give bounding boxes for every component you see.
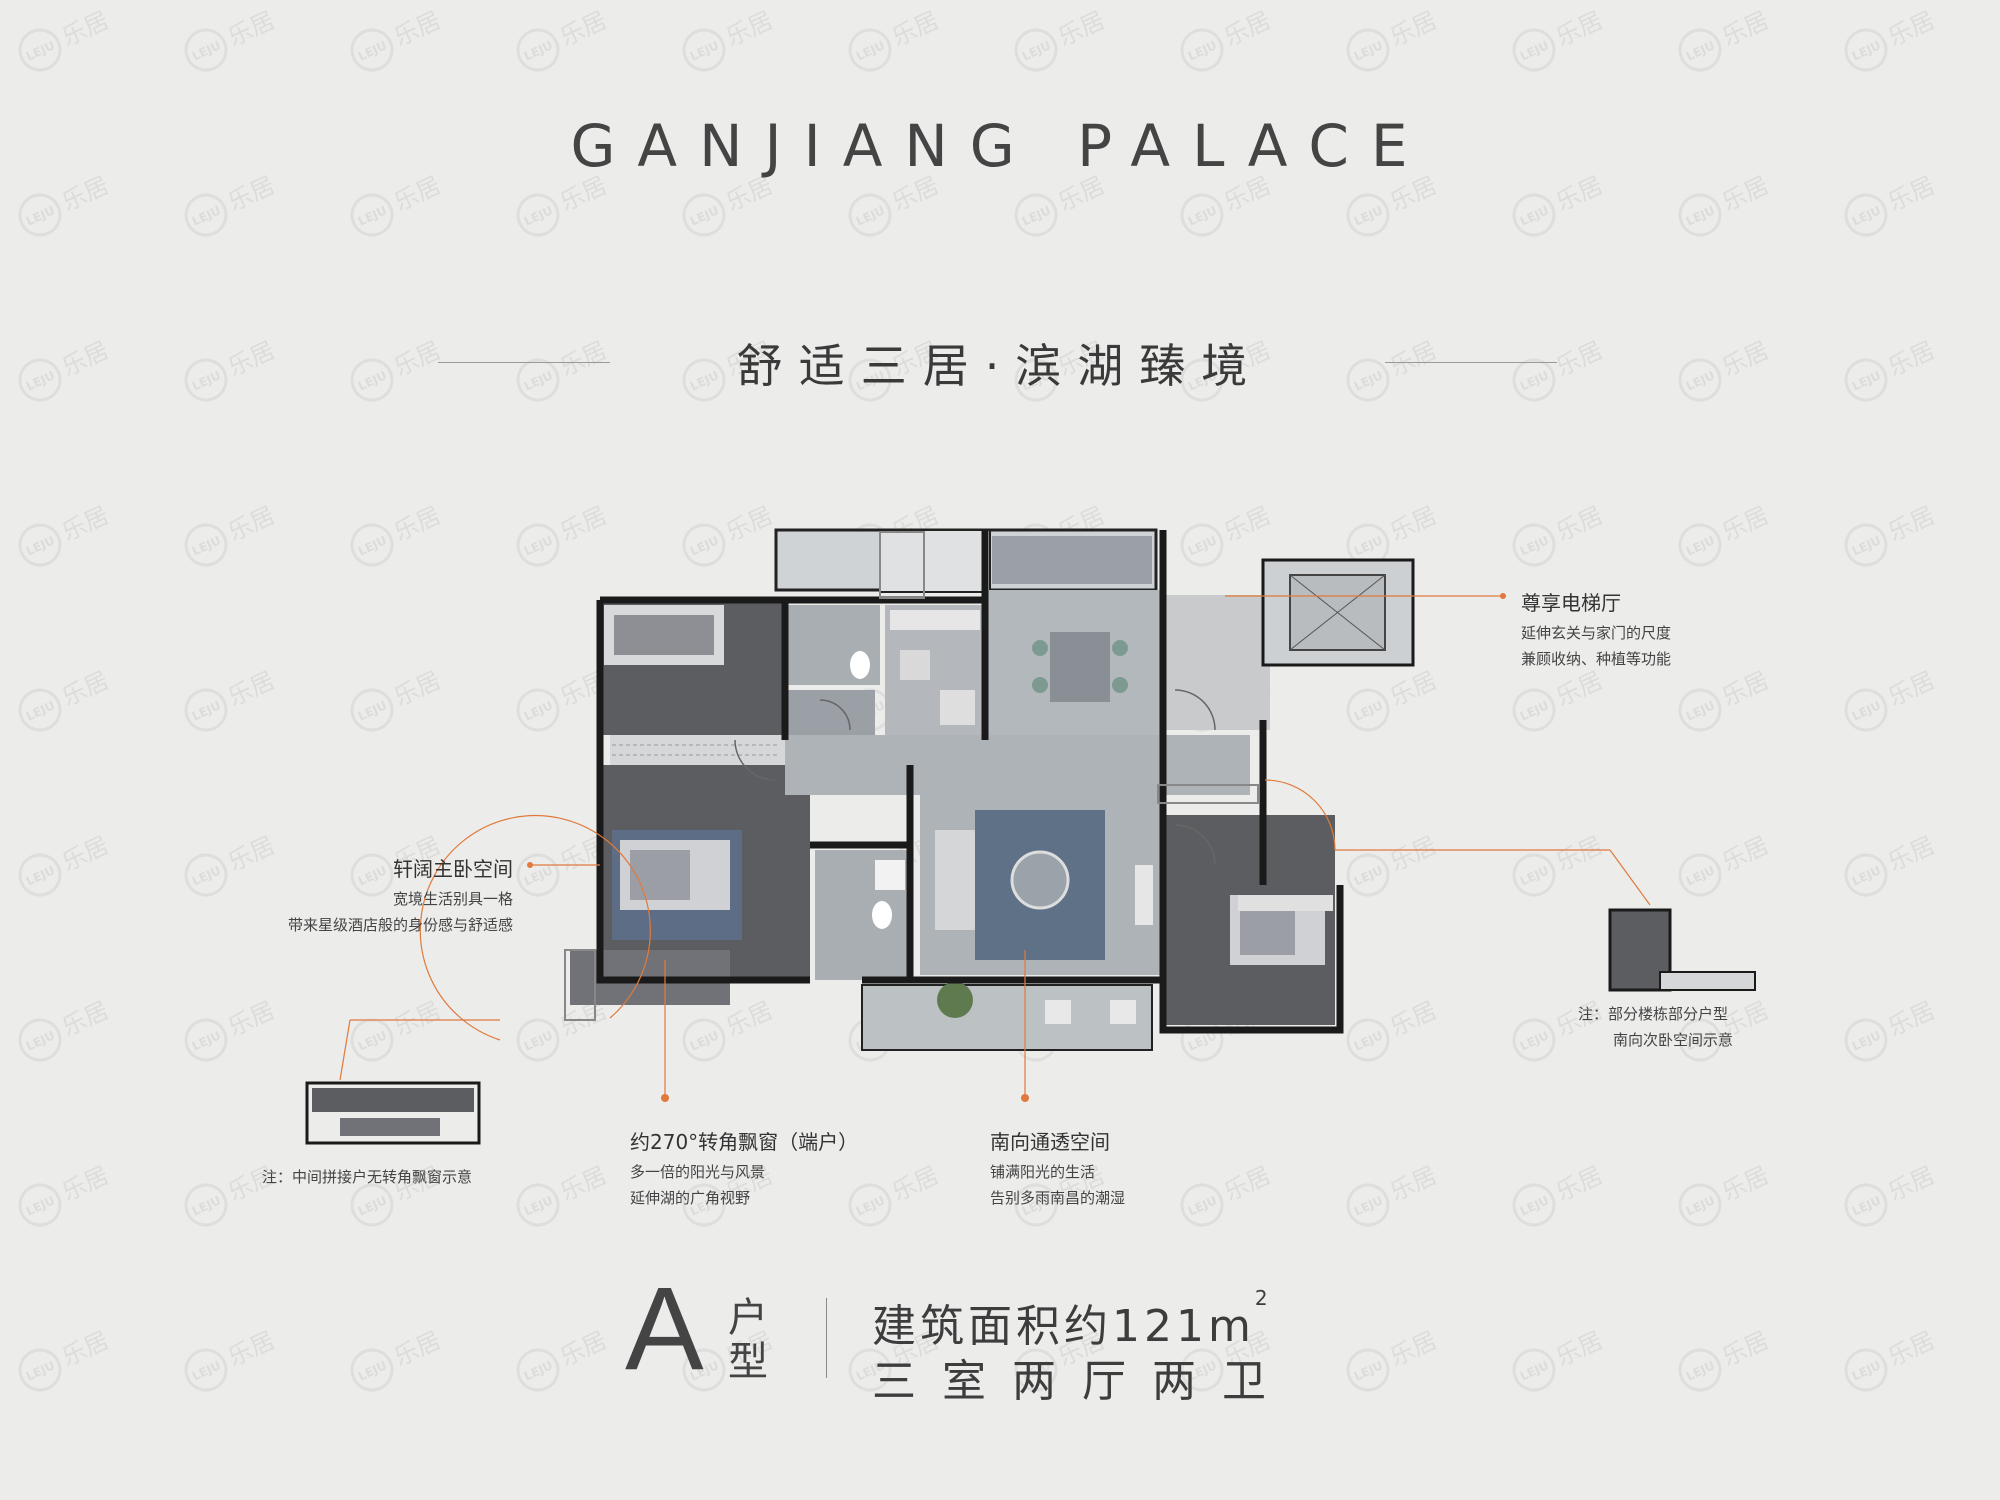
- headline: 舒适三居·滨湖臻境: [736, 339, 1264, 393]
- callout-elevator: 尊享电梯厅 延伸玄关与家门的尺度 兼顾收纳、种植等功能: [1521, 587, 1671, 672]
- callout-bay-window-line-1: 多一倍的阳光与风景: [630, 1163, 766, 1181]
- unit-rooms: 三室两厅两卫: [872, 1356, 1292, 1407]
- floor-plan-dining-table: [1050, 632, 1110, 702]
- floor-plan-sofa: [935, 830, 975, 930]
- unit-type-char-2: 型: [728, 1339, 768, 1385]
- unit-letter: A: [625, 1263, 704, 1395]
- headline-rule-left: [438, 362, 610, 363]
- note-right-line-1: 注：部分楼栋部分户型: [1578, 1005, 1729, 1023]
- floor-plan-walls: [596, 530, 1344, 1034]
- headline-rule-right: [1385, 362, 1557, 363]
- callout-master: 轩阔主卧空间 宽境生活别具一格 带来星级酒店般的身份感与舒适感: [210, 853, 513, 938]
- unit-area-text: 建筑面积约121m: [872, 1301, 1255, 1352]
- floor-plan-balcony-north-tile: [992, 536, 1152, 584]
- floor-plan-plant: [937, 982, 973, 1018]
- callout-master-title: 轩阔主卧空间: [393, 857, 513, 881]
- floor-plan-entry: [1165, 595, 1270, 730]
- brand-title: GANJIANG PALACE: [570, 112, 1430, 180]
- floor-plan-balcony-south: [861, 984, 1153, 1051]
- note-right-line-2: 南向次卧空间示意: [1613, 1031, 1734, 1049]
- unit-area-sup: 2: [1254, 1286, 1272, 1310]
- unit-area: 建筑面积约121m2: [872, 1286, 1272, 1354]
- note-left: 注：中间拼接户无转角飘窗示意: [262, 1168, 473, 1186]
- footer-divider: [826, 1298, 827, 1378]
- unit-type-char-1: 户: [728, 1295, 768, 1341]
- unit-type-label: 户 型: [728, 1296, 778, 1384]
- callout-master-line-2: 带来星级酒店般的身份感与舒适感: [287, 916, 513, 934]
- callout-elevator-line-2: 兼顾收纳、种植等功能: [1521, 650, 1672, 668]
- callout-master-line-1: 宽境生活别具一格: [392, 890, 513, 908]
- floor-plan-wardrobe: [610, 735, 785, 765]
- callout-south-line-2: 告别多雨南昌的潮湿: [990, 1189, 1126, 1207]
- callout-elevator-title: 尊享电梯厅: [1521, 591, 1621, 615]
- callout-elevator-line-1: 延伸玄关与家门的尺度: [1521, 624, 1672, 642]
- callout-south-title: 南向通透空间: [990, 1130, 1110, 1154]
- callout-bay-window-line-2: 延伸湖的广角视野: [630, 1189, 751, 1207]
- floor-plan-coffee-table: [1010, 850, 1070, 910]
- callout-south-line-1: 铺满阳光的生活: [990, 1163, 1096, 1181]
- callout-leaders: [339, 595, 1651, 1098]
- callout-bay-window: 约270°转角飘窗（端户） 多一倍的阳光与风景 延伸湖的广角视野: [630, 1126, 858, 1211]
- callout-south: 南向通透空间 铺满阳光的生活 告别多雨南昌的潮湿: [990, 1126, 1125, 1211]
- callout-bay-window-title: 约270°转角飘窗（端户）: [630, 1130, 859, 1154]
